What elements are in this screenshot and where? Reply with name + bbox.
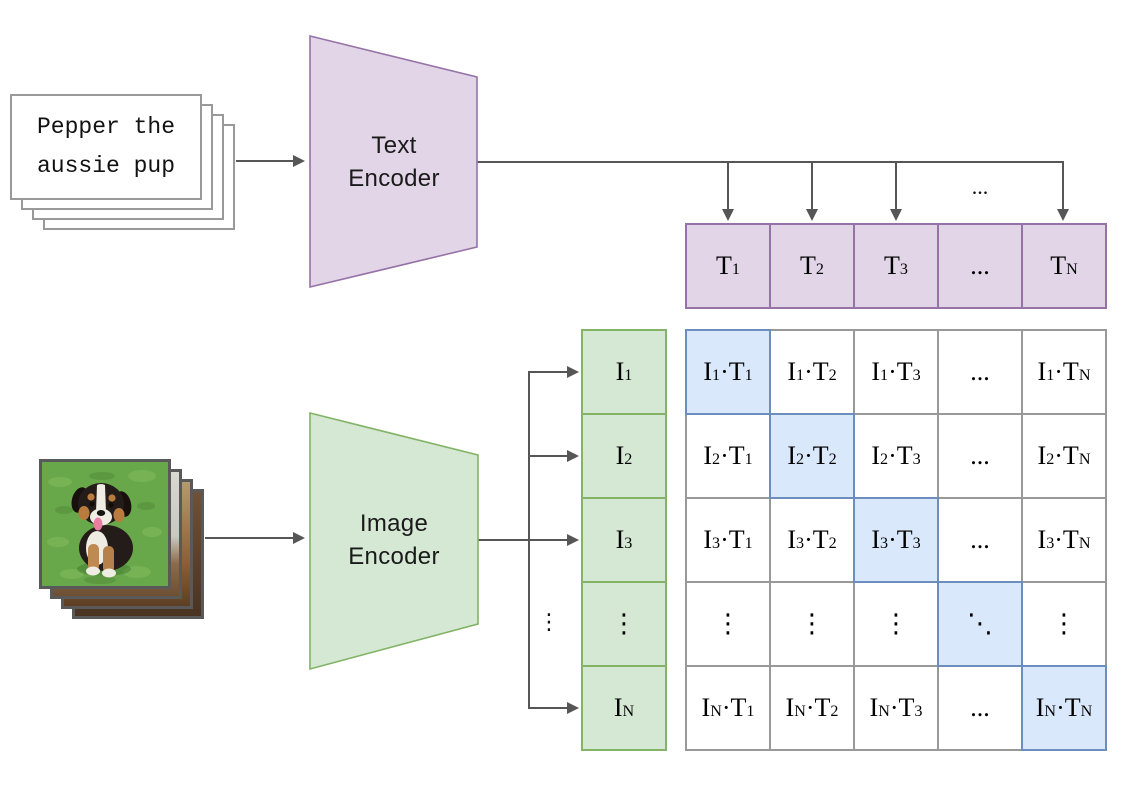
matrix-cell-4-1: ⋮ [685, 581, 771, 667]
image-encoder-shape [309, 411, 479, 671]
text-encoder-shape [309, 34, 478, 289]
puppy-illustration [42, 462, 168, 586]
matrix-cell-2-4: ... [937, 413, 1023, 499]
image-embedding-arrow-1 [528, 366, 579, 540]
text-prompt-line-1: Pepper the [36, 114, 176, 140]
image-embeddings-ellipsis: ⋮ [538, 609, 560, 634]
text-encoder-label: Text Encoder [315, 128, 473, 196]
matrix-cell-3-4: ... [937, 497, 1023, 583]
matrix-cell-5-4: ... [937, 665, 1023, 751]
text-encoder-output-line [477, 161, 1069, 221]
text-encoder-label-line-2: Encoder [348, 165, 440, 192]
text-prompt-card: Pepper the aussie pup [10, 94, 202, 200]
image-embedding-arrow-n [528, 540, 579, 714]
image-encoder-label-line-1: Image [359, 510, 429, 537]
image-encoder-label-line-2: Encoder [348, 543, 440, 570]
text-encoder-label-line-1: Text [371, 132, 417, 159]
puppy-photo [39, 459, 171, 589]
text-embeddings-ellipsis: ... [971, 174, 989, 199]
text-embedding-cell-4: ... [937, 223, 1023, 309]
matrix-cell-4-2: ⋮ [769, 581, 855, 667]
matrix-cell-4-3: ⋮ [853, 581, 939, 667]
matrix-cell-1-4: ... [937, 329, 1023, 415]
matrix-cell-4-5: ⋮ [1021, 581, 1107, 667]
matrix-cell-4-4: ⋱ [937, 581, 1023, 667]
text-prompt-line-2: aussie pup [36, 153, 176, 179]
image-encoder-label: Image Encoder [315, 506, 473, 574]
image-embedding-cell-4: ⋮ [581, 581, 667, 667]
